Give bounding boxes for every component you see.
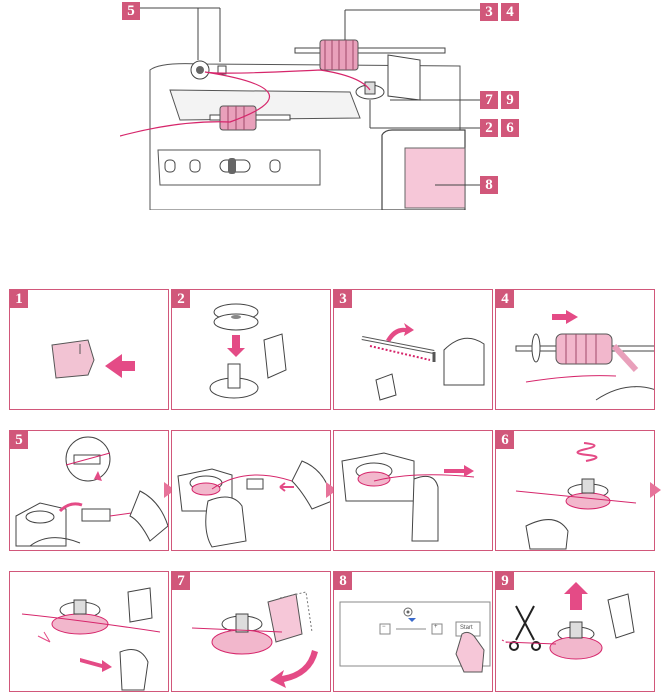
step-number: 1 bbox=[10, 290, 28, 308]
step-panel-6: 6 bbox=[495, 430, 655, 551]
next-arrow bbox=[326, 482, 337, 498]
callout-7: 7 bbox=[480, 91, 498, 109]
step-panel-5a: 5 bbox=[9, 430, 169, 551]
next-arrow bbox=[164, 482, 175, 498]
step-number: 8 bbox=[334, 572, 352, 590]
step-panel-4: 4 bbox=[495, 289, 655, 410]
callout-5: 5 bbox=[122, 2, 140, 20]
step-5a-illustration bbox=[15, 436, 168, 547]
step-3-illustration bbox=[361, 323, 485, 401]
step-number: 5 bbox=[10, 431, 28, 449]
step-number: 2 bbox=[172, 290, 190, 308]
step-9-illustration bbox=[501, 582, 635, 660]
step-panel-3: 3 bbox=[333, 289, 493, 410]
callout-3: 3 bbox=[480, 3, 498, 21]
step-6b-illustration bbox=[21, 587, 161, 691]
step-panel-2: 2 bbox=[171, 289, 331, 410]
step-7-illustration bbox=[191, 591, 318, 688]
callout-8: 8 bbox=[480, 176, 498, 194]
step-panel-9: 9 bbox=[495, 571, 655, 692]
callout-6: 6 bbox=[501, 119, 519, 137]
step-1-illustration bbox=[51, 339, 135, 379]
step-number: 9 bbox=[496, 572, 514, 590]
step-panel-6b bbox=[9, 571, 169, 692]
start-button-label[interactable]: Start bbox=[460, 625, 473, 631]
callout-9: 9 bbox=[501, 91, 519, 109]
step-number: 6 bbox=[496, 431, 514, 449]
callout-4: 4 bbox=[501, 3, 519, 21]
callout-2: 2 bbox=[480, 119, 498, 137]
step-4-illustration bbox=[515, 310, 654, 401]
step-number: 7 bbox=[172, 572, 190, 590]
step-panel-7: 7 bbox=[171, 571, 331, 692]
next-arrow bbox=[650, 482, 661, 498]
step-panel-5c bbox=[333, 430, 493, 551]
step-6-illustration bbox=[515, 442, 637, 550]
overview-diagram bbox=[120, 0, 520, 210]
machine-top-illustration bbox=[120, 7, 480, 210]
step-panel-8: 8 − + Start bbox=[333, 571, 493, 692]
lcd-minus: − bbox=[382, 624, 386, 630]
step-2-illustration bbox=[209, 303, 287, 399]
step-number: 4 bbox=[496, 290, 514, 308]
step-5c-illustration bbox=[341, 452, 475, 542]
step-8-illustration bbox=[339, 601, 491, 673]
step-number: 3 bbox=[334, 290, 352, 308]
step-panel-5b bbox=[171, 430, 331, 551]
step-panel-1: 1 bbox=[9, 289, 169, 410]
step-5b-illustration bbox=[177, 460, 330, 548]
lcd-plus: + bbox=[434, 624, 438, 630]
